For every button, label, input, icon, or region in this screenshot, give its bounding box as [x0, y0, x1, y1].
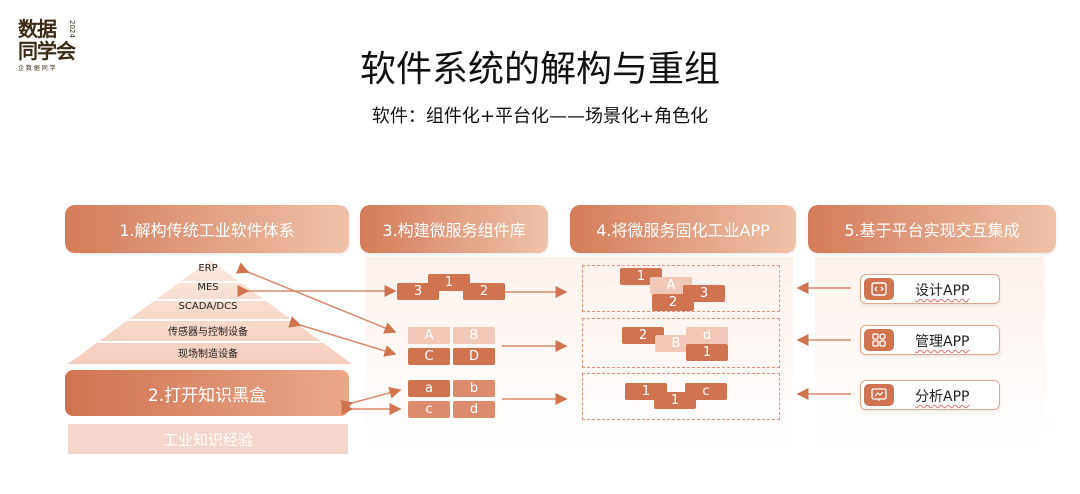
- logo-line2: 同学会: [18, 39, 76, 63]
- app-tile: c: [685, 383, 727, 400]
- app-tile: A: [650, 277, 692, 294]
- header-industrial-app: 4.将微服务固化工业APP: [570, 205, 796, 253]
- arrow-blackbox-to-components: [340, 386, 402, 412]
- pyramid-level-sensors: 传感器与控制设备: [168, 327, 248, 338]
- design-app-label: 设计APP: [915, 283, 970, 299]
- open-knowledge-blackbox: 2.打开知识黑盒: [65, 370, 349, 416]
- app-group-box-3: [582, 373, 780, 420]
- app-tile: 1: [686, 344, 728, 361]
- pyramid-shape: [68, 260, 352, 364]
- component-tile: d: [453, 401, 495, 418]
- component-tile: 2: [463, 283, 505, 300]
- header-platform-integration: 5.基于平台实现交互集成: [808, 205, 1056, 253]
- app-tile: 2: [622, 327, 664, 344]
- pyramid-level-erp: ERP: [198, 263, 218, 274]
- arrow-erp-to-components: [236, 262, 397, 334]
- arrow-sensors-to-components: [288, 316, 397, 357]
- logo-year: 2024: [68, 20, 76, 38]
- page-title: 软件系统的解构与重组: [359, 49, 720, 90]
- pyramid-level-mes: MES: [197, 282, 219, 293]
- manage-app-label: 管理APP: [915, 334, 970, 350]
- component-tile: a: [408, 380, 450, 397]
- pyramid-level-scada: SCADA/DCS: [178, 301, 238, 312]
- logo: 数据 同学会 2024 企 数 据 同 学: [18, 17, 80, 72]
- logo-line1: 数据: [18, 17, 57, 41]
- pyramid-level-field-devices: 现场制造设备: [178, 349, 238, 360]
- grid-manage-icon: [864, 329, 894, 351]
- analysis-app-label: 分析APP: [915, 389, 970, 405]
- component-tile: D: [453, 348, 495, 365]
- page-subtitle: 软件：组件化+平台化——场景化+角色化: [371, 106, 709, 127]
- design-app-button[interactable]: 设计APP: [860, 274, 1000, 304]
- manage-app-button[interactable]: 管理APP: [860, 325, 1000, 355]
- app-tile: 2: [652, 294, 694, 311]
- chart-analysis-icon: [864, 384, 894, 406]
- header-microservice-library: 3.构建微服务组件库: [360, 205, 548, 253]
- app-tile: d: [686, 327, 728, 344]
- component-tile: A: [408, 327, 450, 344]
- industrial-knowledge-experience: 工业知识经验: [68, 424, 348, 454]
- app-group-box-2: [582, 318, 780, 368]
- design-code-icon: [864, 278, 894, 300]
- component-tile: 3: [397, 283, 439, 300]
- component-tile: B: [453, 327, 495, 344]
- analysis-app-button[interactable]: 分析APP: [860, 380, 1000, 410]
- logo-subtext: 企 数 据 同 学: [18, 65, 56, 72]
- component-tile: c: [408, 401, 450, 418]
- component-tile: C: [408, 348, 450, 365]
- header-deconstruct: 1.解构传统工业软件体系: [65, 205, 349, 253]
- app-group-box-1: [582, 265, 780, 312]
- component-tile: b: [453, 380, 495, 397]
